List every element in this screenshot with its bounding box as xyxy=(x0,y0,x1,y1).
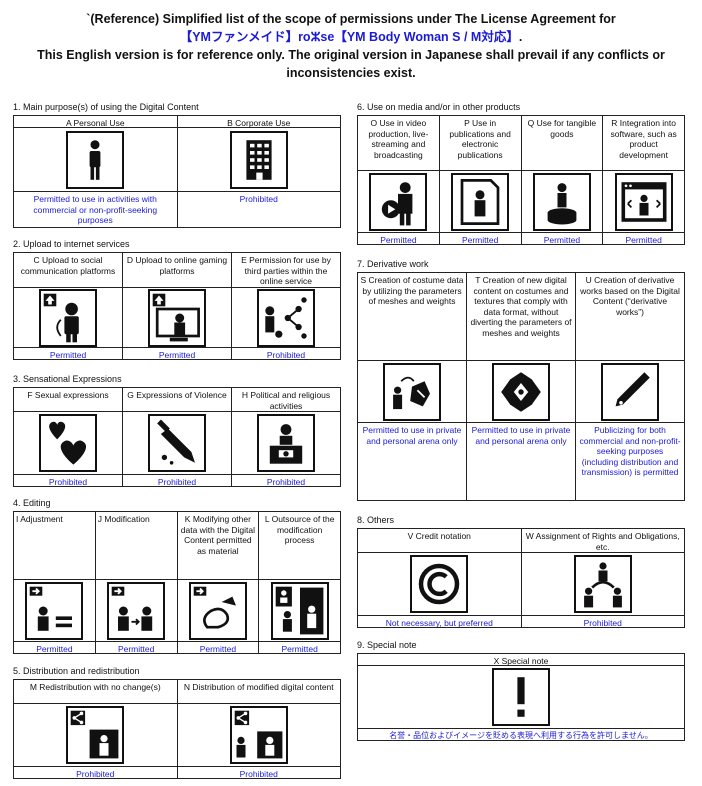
col-label: G Expressions of Violence xyxy=(123,388,232,412)
col-label: R Integration into software, such as pro… xyxy=(603,116,685,171)
section-title: 7. Derivative work xyxy=(357,259,429,269)
col-label: B Corporate Use xyxy=(177,116,341,128)
col-label: E Permission for use by third parties wi… xyxy=(232,253,341,288)
section-others: 8. Others V Credit notation W Assignment… xyxy=(357,515,685,628)
redistribute-icon xyxy=(66,706,125,764)
col-label: W Assignment of Rights and Obligations, … xyxy=(521,529,685,553)
status-text: Permitted xyxy=(177,642,260,654)
adjust-icon xyxy=(25,581,84,640)
upload-avatar-icon xyxy=(39,288,97,347)
status-text: Permitted xyxy=(358,233,440,245)
status-text: Not necessary, but preferred xyxy=(358,616,522,628)
distribute-modified-icon xyxy=(229,706,288,764)
section-title: 3. Sensational Expressions xyxy=(13,374,122,384)
person-icon xyxy=(66,130,125,189)
header-line-3: This English version is for reference on… xyxy=(37,48,665,62)
software-icon xyxy=(614,172,673,231)
col-label: A Personal Use xyxy=(14,116,178,128)
col-label: I Adjustment xyxy=(14,512,96,580)
goods-icon xyxy=(532,172,591,231)
status-text: Prohibited xyxy=(123,475,232,487)
knife-icon xyxy=(148,414,206,472)
document-header: `(Reference) Simplified list of the scop… xyxy=(0,10,702,82)
section-upload: 2. Upload to internet services C Upload … xyxy=(13,239,341,360)
col-label: V Credit notation xyxy=(358,529,522,553)
col-label: H Political and religious activities xyxy=(232,388,341,412)
section-title: 9. Special note xyxy=(357,640,417,650)
status-text: Prohibited xyxy=(14,767,178,779)
status-text: Permitted to use in private and personal… xyxy=(358,423,467,501)
section-sensational: 3. Sensational Expressions F Sexual expr… xyxy=(13,374,341,487)
product-name: 【YMファンメイド】roⵣse【YM Body Woman S / M対応】 xyxy=(179,30,519,44)
section-title: 5. Distribution and redistribution xyxy=(13,666,140,676)
header-line-1: `(Reference) Simplified list of the scop… xyxy=(86,12,616,26)
section-special-note: 9. Special note X Special note 名誉・品位およびイ… xyxy=(357,640,685,741)
col-label: M Redistribution with no change(s) xyxy=(14,680,178,704)
col-label: X Special note xyxy=(358,654,685,666)
publication-icon xyxy=(451,172,510,231)
share-users-icon xyxy=(257,288,315,347)
status-text: Publicizing for both commercial and non-… xyxy=(576,423,685,501)
status-text: Prohibited xyxy=(232,348,341,360)
col-label: U Creation of derivative works based on … xyxy=(576,273,685,361)
col-label: P Use in publications and electronic pub… xyxy=(439,116,522,171)
video-icon xyxy=(369,172,428,231)
status-text: Permitted xyxy=(14,642,96,654)
copyright-icon xyxy=(410,555,469,613)
section-title: 1. Main purpose(s) of using the Digital … xyxy=(13,102,199,112)
modify-icon xyxy=(107,581,166,640)
section-title: 8. Others xyxy=(357,515,395,525)
status-text: Permitted xyxy=(521,233,604,245)
header-line-2: 【YMファンメイド】roⵣse【YM Body Woman S / M対応】. xyxy=(179,30,523,44)
new-content-icon xyxy=(492,362,550,421)
status-text: Prohibited xyxy=(521,616,685,628)
pen-icon xyxy=(601,362,659,421)
status-text: Permitted xyxy=(95,642,178,654)
status-text: Permitted xyxy=(439,233,522,245)
col-label: T Creation of new digital content on cos… xyxy=(467,273,576,361)
status-text: Prohibited xyxy=(177,192,341,228)
col-label: K Modifying other data with the Digital … xyxy=(177,512,260,580)
col-label: L Outsource of the modification process xyxy=(259,512,341,580)
status-text: Prohibited xyxy=(232,475,341,487)
status-text: Permitted to use in activities with comm… xyxy=(14,192,178,228)
col-label: D Upload to online gaming platforms xyxy=(123,253,232,288)
col-label: F Sexual expressions xyxy=(14,388,123,412)
podium-icon xyxy=(257,414,315,472)
exclamation-icon xyxy=(492,668,550,726)
col-label: Q Use for tangible goods xyxy=(521,116,604,171)
transfer-icon xyxy=(573,555,632,613)
section-title: 6. Use on media and/or in other products xyxy=(357,102,521,112)
building-icon xyxy=(229,130,288,189)
section-main-purpose: 1. Main purpose(s) of using the Digital … xyxy=(13,102,341,228)
status-text: Permitted xyxy=(259,642,341,654)
upload-monitor-icon xyxy=(148,288,206,347)
status-text: Permitted xyxy=(123,348,232,360)
status-text: Prohibited xyxy=(14,475,123,487)
section-title: 2. Upload to internet services xyxy=(13,239,130,249)
status-text: Permitted xyxy=(14,348,123,360)
modify-other-icon xyxy=(188,581,247,640)
hearts-icon xyxy=(39,414,97,472)
header-line-4: inconsistencies exist. xyxy=(286,66,416,80)
col-label: C Upload to social communication platfor… xyxy=(14,253,123,288)
costume-params-icon xyxy=(383,362,441,421)
status-text: 名誉・品位およびイメージを貶める表現へ利用する行為を許可しません。 xyxy=(358,729,685,741)
col-label: O Use in video production, live-streamin… xyxy=(358,116,440,171)
section-editing: 4. Editing I Adjustment J Modification K… xyxy=(13,498,341,654)
status-text: Prohibited xyxy=(177,767,341,779)
status-text: Permitted xyxy=(603,233,685,245)
col-label: J Modification xyxy=(95,512,178,580)
col-label: S Creation of costume data by utilizing … xyxy=(358,273,467,361)
section-title: 4. Editing xyxy=(13,498,51,508)
section-derivative: 7. Derivative work S Creation of costume… xyxy=(357,259,685,501)
section-media: 6. Use on media and/or in other products… xyxy=(357,102,685,245)
status-text: Permitted to use in private and personal… xyxy=(467,423,576,501)
outsource-icon xyxy=(270,581,329,640)
col-label: N Distribution of modified digital conte… xyxy=(177,680,341,704)
section-distribution: 5. Distribution and redistribution M Red… xyxy=(13,666,341,779)
